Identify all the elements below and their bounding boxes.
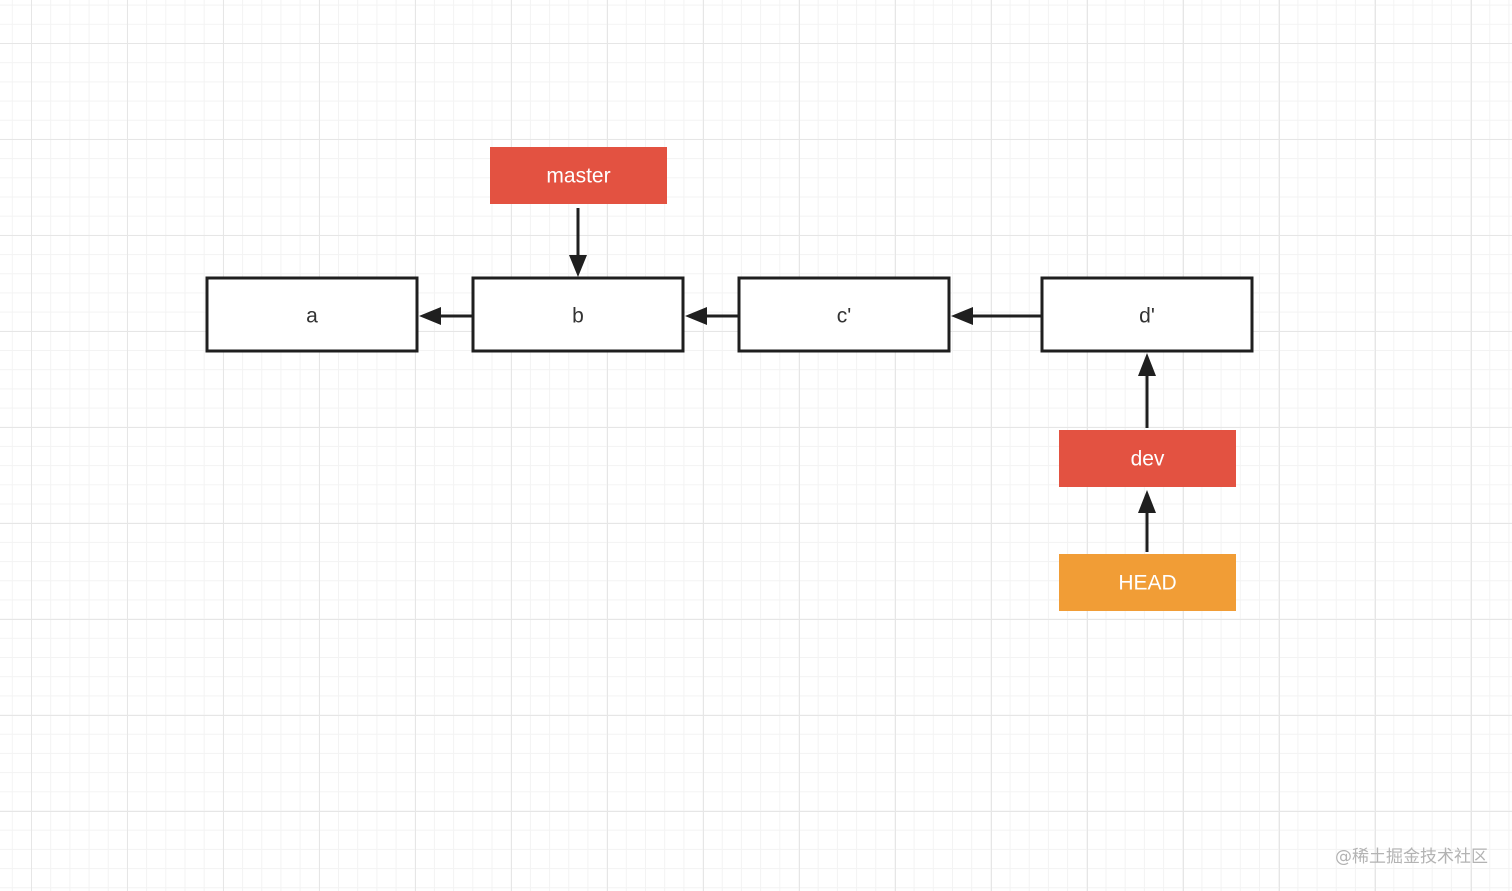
commit-label-a: a: [306, 305, 318, 328]
ref-master: master: [490, 147, 667, 204]
ref-master-box: [490, 147, 667, 204]
commit-label-d: d': [1139, 305, 1155, 328]
arrow-d-to-c: [951, 307, 1042, 325]
arrow-dev-to-d: [1138, 353, 1156, 428]
ref-dev: dev: [1059, 430, 1236, 487]
commit-node-d: d': [1040, 276, 1254, 353]
commit-label-c: c': [837, 305, 852, 328]
commit-label-b: b: [572, 305, 584, 328]
arrow-head-to-dev: [1138, 490, 1156, 552]
arrow-b-to-a: [419, 307, 473, 325]
ref-head-label: HEAD: [1118, 572, 1176, 595]
commit-node-c: c': [737, 276, 951, 353]
arrow-c-to-b: [685, 307, 739, 325]
ref-dev-box: [1059, 430, 1236, 487]
ref-head-box: [1059, 554, 1236, 611]
commit-node-a: a: [205, 276, 419, 353]
arrow-master-to-b: [569, 208, 587, 277]
ref-head: HEAD: [1059, 554, 1236, 611]
ref-dev-label: dev: [1131, 448, 1165, 471]
watermark: @稀土掘金技术社区: [1335, 847, 1488, 867]
ref-master-label: master: [546, 165, 610, 188]
commit-node-b: b: [471, 276, 685, 353]
